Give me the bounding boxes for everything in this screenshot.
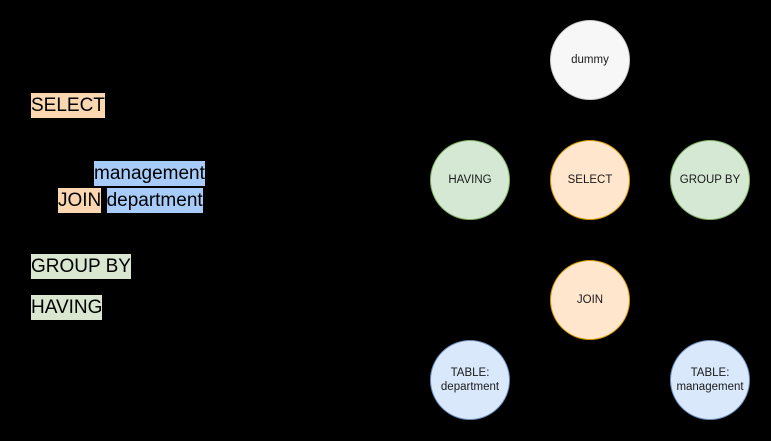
- node-label: TABLE:: [690, 367, 730, 379]
- line-group-by: GROUP BY: [31, 254, 131, 279]
- node-sublabel: management: [676, 381, 744, 393]
- node-table-management[interactable]: TABLE: management: [670, 340, 750, 420]
- node-label: TABLE:: [450, 367, 490, 379]
- node-label: JOIN: [576, 294, 604, 306]
- sql-token[interactable]: JOIN: [58, 188, 102, 213]
- node-text: JOIN: [577, 293, 603, 307]
- node-group-by[interactable]: GROUP BY: [670, 140, 750, 220]
- line-select: SELECT: [31, 93, 105, 118]
- line-join-department: JOIN department: [58, 188, 203, 213]
- node-having[interactable]: HAVING: [430, 140, 510, 220]
- node-text: dummy: [571, 53, 609, 67]
- sql-token[interactable]: GROUP BY: [31, 254, 131, 279]
- node-text: GROUP BY: [680, 173, 741, 187]
- node-text: HAVING: [448, 173, 491, 187]
- node-dummy[interactable]: dummy: [550, 20, 630, 100]
- sql-token[interactable]: management: [94, 161, 205, 186]
- sql-token[interactable]: department: [106, 188, 203, 213]
- node-label: HAVING: [448, 174, 492, 186]
- node-join[interactable]: JOIN: [550, 260, 630, 340]
- line-management: management: [94, 161, 205, 186]
- node-table-department[interactable]: TABLE: department: [430, 340, 510, 420]
- node-text: TABLE: department: [441, 366, 499, 394]
- node-sublabel: department: [440, 381, 500, 393]
- node-label: GROUP BY: [679, 174, 741, 186]
- node-text: TABLE: management: [676, 366, 743, 394]
- sql-token[interactable]: HAVING: [31, 295, 103, 320]
- node-label: dummy: [571, 54, 609, 66]
- node-select[interactable]: SELECT: [550, 140, 630, 220]
- node-text: SELECT: [568, 173, 613, 187]
- node-label: SELECT: [567, 174, 613, 186]
- line-having: HAVING: [31, 295, 103, 320]
- sql-token[interactable]: SELECT: [31, 93, 105, 118]
